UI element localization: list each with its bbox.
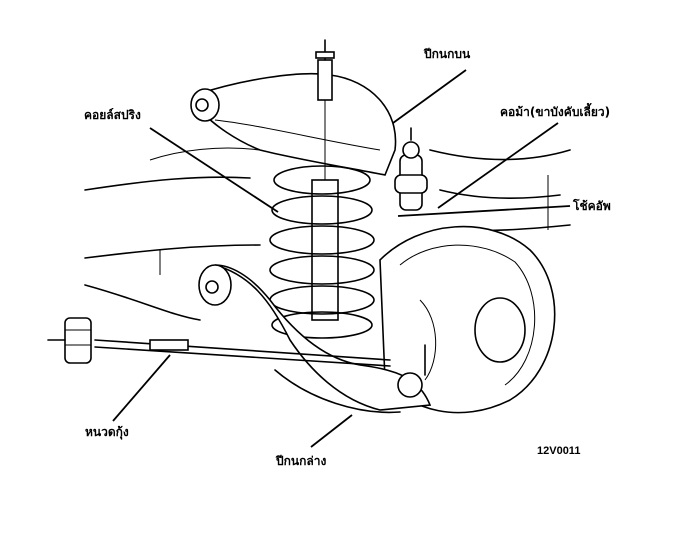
steering-knuckle xyxy=(394,127,428,211)
lower-arm xyxy=(198,264,432,414)
figure-code: 12V0011 xyxy=(537,445,581,457)
coil-spring xyxy=(269,165,375,339)
leader-coil-spring xyxy=(149,127,279,213)
label-lower-arm: ปีกนกล่าง xyxy=(276,454,327,468)
label-strut-bar: หนวดกุ้ง xyxy=(85,425,129,439)
leader-strut-bar xyxy=(112,354,171,422)
label-upper-arm: ปีกนกบน xyxy=(424,47,471,61)
leader-lower-arm xyxy=(310,414,353,448)
upper-arm xyxy=(190,72,397,176)
leader-knuckle xyxy=(437,122,559,209)
brake-disc xyxy=(379,225,556,414)
label-knuckle: คอม้า(ขาบังคับเลี้ยว) xyxy=(500,105,611,119)
leader-shock xyxy=(397,205,571,217)
label-coil-spring: คอยล์สปริง xyxy=(84,108,141,122)
strut-bar xyxy=(47,317,391,367)
leader-upper-arm xyxy=(392,69,467,124)
label-shock-absorber: โช้คอัพ xyxy=(573,199,611,213)
leader-lines xyxy=(112,69,571,448)
